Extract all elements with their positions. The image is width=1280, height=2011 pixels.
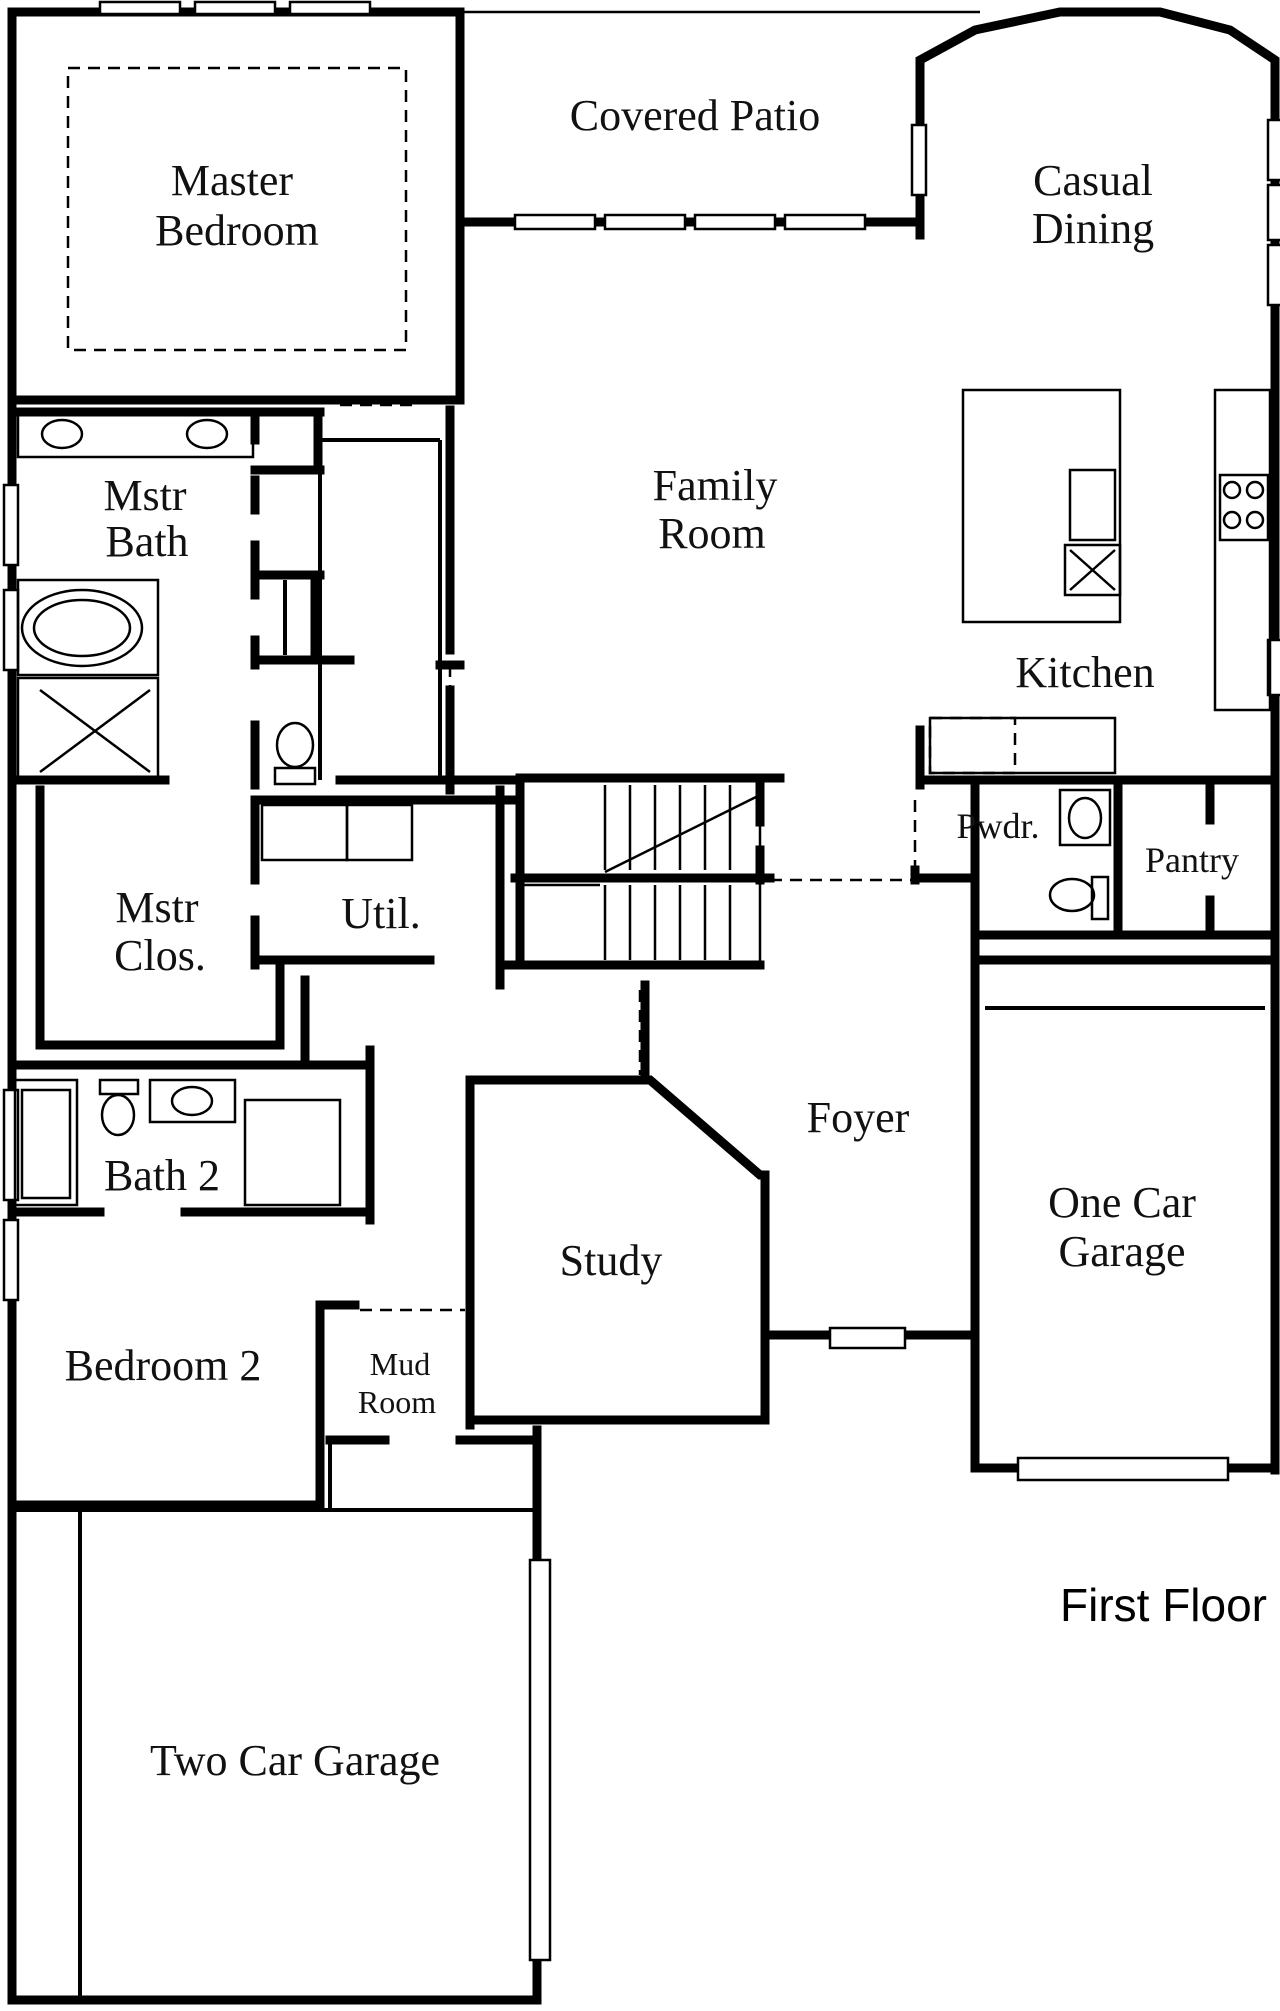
room-label-one-car-garage: Garage: [1058, 1227, 1185, 1276]
room-label-one-car-garage: One Car: [1048, 1178, 1196, 1227]
room-label-two-car-garage: Two Car Garage: [150, 1736, 440, 1785]
room-label-covered-patio: Covered Patio: [570, 91, 821, 140]
room-label-mud-room: Room: [358, 1384, 436, 1420]
room-label-family-room: Family: [653, 461, 778, 510]
floor-title: First Floor: [1060, 1579, 1267, 1631]
room-label-pantry: Pantry: [1145, 840, 1239, 880]
room-label-study: Study: [560, 1236, 663, 1285]
stairs: [518, 776, 762, 970]
room-label-mstr-clos: Mstr: [115, 883, 198, 932]
fixtures: [13, 388, 1272, 1207]
room-label-mstr-bath: Bath: [105, 517, 188, 566]
room-label-casual-dining: Dining: [1032, 204, 1154, 253]
dashed-lines: [66, 66, 1200, 1312]
room-label-master-bedroom: Bedroom: [155, 206, 319, 255]
room-label-mstr-bath: Mstr: [103, 471, 186, 520]
room-label-util: Util.: [341, 889, 420, 938]
room-label-bedroom-2: Bedroom 2: [65, 1341, 262, 1390]
room-label-bath-2: Bath 2: [104, 1151, 220, 1200]
room-label-pwdr: Pwdr.: [956, 806, 1039, 846]
room-label-mud-room: Mud: [370, 1346, 430, 1382]
room-labels: Master Bedroom Covered Patio Casual Dini…: [65, 91, 1239, 1785]
room-label-foyer: Foyer: [807, 1093, 910, 1142]
room-label-kitchen: Kitchen: [1015, 648, 1154, 697]
room-label-master-bedroom: Master: [171, 156, 294, 205]
room-label-casual-dining: Casual: [1033, 156, 1153, 205]
room-label-family-room: Room: [658, 509, 766, 558]
windows: [2, 0, 1280, 1962]
room-label-mstr-clos: Clos.: [114, 931, 206, 980]
